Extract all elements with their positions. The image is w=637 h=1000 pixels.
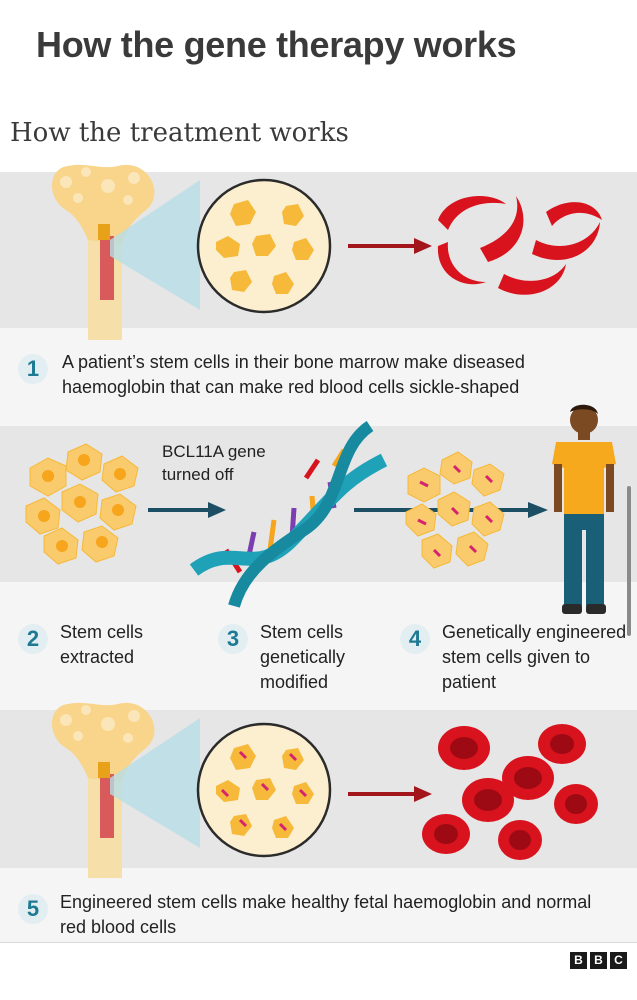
modified-stem-cell-cluster-icon	[405, 451, 505, 569]
step-text-4: Genetically engineered stem cells given …	[442, 622, 627, 692]
bbc-logo-letter: B	[570, 952, 587, 969]
step-number-1: 1	[18, 354, 48, 384]
bbc-logo-letter: B	[590, 952, 607, 969]
magnify-cone	[110, 718, 200, 848]
bottom-divider	[0, 942, 637, 943]
step-number-4: 4	[400, 624, 430, 654]
step-text-5: Engineered stem cells make healthy fetal…	[60, 892, 592, 937]
step-number-3: 3	[218, 624, 248, 654]
magnified-cells-icon	[196, 722, 332, 858]
magnified-cells-icon	[196, 178, 332, 314]
section-title: How the treatment works	[10, 118, 349, 148]
bbc-logo-letter: C	[610, 952, 627, 969]
scrollbar-thumb[interactable]	[627, 486, 631, 636]
step5-caption-band	[0, 868, 637, 942]
step-number-2: 2	[18, 624, 48, 654]
arrow-icon	[348, 238, 432, 254]
step-text-3: Stem cells genetically modified	[260, 622, 346, 692]
page-title: How the gene therapy works	[36, 24, 517, 65]
step-number-5: 5	[18, 894, 48, 924]
dna-helix-icon	[189, 421, 388, 608]
steps234-caption-band	[0, 582, 637, 710]
sickle-cell-icon	[437, 196, 602, 295]
patient-icon	[552, 404, 616, 614]
bbc-logo: B B C	[570, 952, 627, 969]
bone-icon	[51, 702, 155, 878]
step-text-1: A patient’s stem cells in their bone mar…	[62, 352, 525, 397]
arrow-icon	[348, 786, 432, 802]
magnify-cone	[110, 180, 200, 310]
arrow-icon	[148, 502, 226, 518]
step-text-2: Stem cells extracted	[60, 622, 144, 667]
red-blood-cell-icon	[422, 724, 598, 860]
gene-label: BCL11A gene turned off	[162, 442, 266, 484]
step1-caption-band	[0, 328, 637, 426]
stem-cell-cluster-icon	[25, 443, 139, 565]
